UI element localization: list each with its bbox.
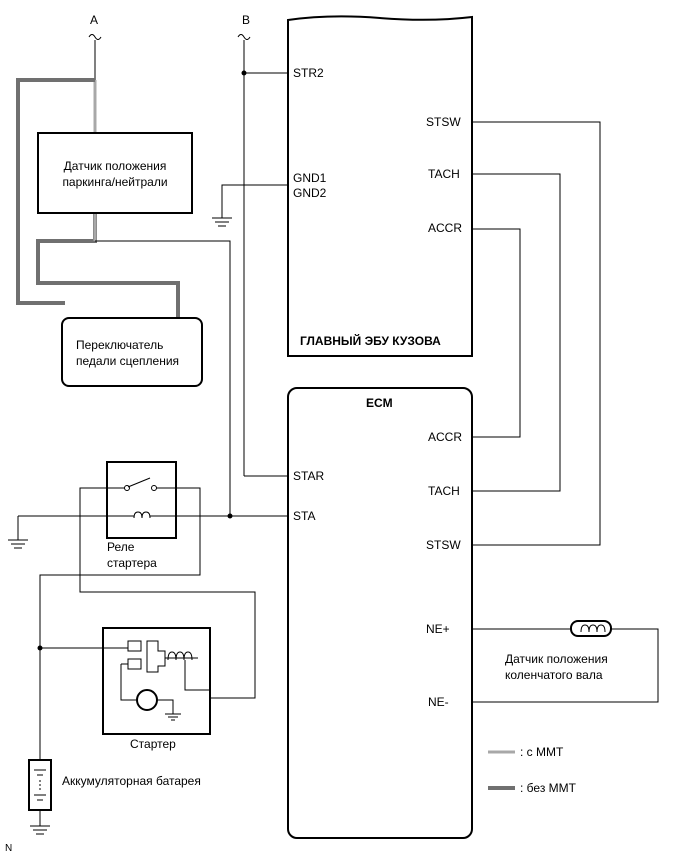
pin-gnd2: GND2 (293, 186, 327, 200)
connector-a: A (88, 13, 102, 80)
crank-sensor-label-1: Датчик положения (505, 652, 608, 666)
mmt-harness (16, 78, 180, 318)
starter-label: Стартер (130, 737, 176, 751)
connector-b: B (237, 13, 288, 477)
starter-relay-label-2: стартера (107, 556, 157, 570)
junction-dot-sta (227, 513, 233, 519)
pin-sta: STA (293, 509, 315, 523)
starter: Стартер (40, 627, 211, 751)
pin-accr-ecu: ACCR (428, 221, 462, 235)
main-body-ecu-title: ГЛАВНЫЙ ЭБУ КУЗОВА (300, 333, 441, 348)
pin-gnd1: GND1 (293, 171, 327, 185)
pin-ne-plus: NE+ (426, 622, 450, 636)
starter-motor (136, 689, 158, 711)
pin-stsw-ecm: STSW (426, 538, 461, 552)
pn-sensor-label-1: Датчик положения (64, 159, 167, 173)
clutch-pedal-switch: Переключатель педали сцепления (61, 317, 203, 387)
pin-tach-ecm: TACH (428, 484, 460, 498)
legend-with-mmt: : с MMT (520, 745, 564, 759)
ecm-title: ECM (366, 396, 393, 410)
crankshaft-sensor: Датчик положения коленчатого вала (472, 620, 659, 703)
wire-without-mmt-outer (16, 78, 95, 305)
pn-sensor-label-2: паркинга/нейтрали (62, 175, 167, 189)
pin-str2: STR2 (293, 66, 324, 80)
main-body-ecu: ГЛАВНЫЙ ЭБУ КУЗОВА STR2 GND1 GND2 STSW T… (287, 15, 473, 357)
legend: : с MMT : без MMT (488, 745, 577, 795)
wire-tach (472, 173, 561, 492)
pin-stsw-ecu: STSW (426, 115, 461, 129)
pin-accr-ecm: ACCR (428, 430, 462, 444)
starter-relay: Реле стартера (106, 461, 177, 570)
wire-stsw (472, 121, 601, 546)
relay-coil-circuit (8, 487, 288, 699)
battery: Аккумуляторная батарея (28, 645, 201, 835)
connector-b-symbol (237, 34, 251, 40)
clutch-switch-label-1: Переключатель (76, 338, 163, 352)
wire-pn-to-sta (95, 240, 231, 516)
starter-relay-label-1: Реле (107, 540, 135, 554)
wire-accr (472, 228, 521, 438)
clutch-switch-label-2: педали сцепления (76, 354, 179, 368)
connector-a-symbol (88, 34, 102, 40)
pin-ne-minus: NE- (428, 695, 449, 709)
battery-label: Аккумуляторная батарея (62, 774, 201, 788)
crank-sensor-label-2: коленчатого вала (505, 668, 603, 682)
ecm: ECM ACCR TACH STSW STAR STA NE+ NE- (287, 387, 473, 839)
park-neutral-sensor: Датчик положения паркинга/нейтрали (37, 132, 193, 214)
pin-star: STAR (293, 469, 324, 483)
ecu-ecm-links (472, 121, 601, 546)
connector-a-label: A (90, 13, 98, 27)
pin-tach-ecu: TACH (428, 167, 460, 181)
corner-mark: N (5, 843, 12, 854)
connector-b-label: B (242, 13, 250, 27)
legend-without-mmt: : без MMT (520, 781, 577, 795)
ground-ecu (212, 184, 288, 227)
